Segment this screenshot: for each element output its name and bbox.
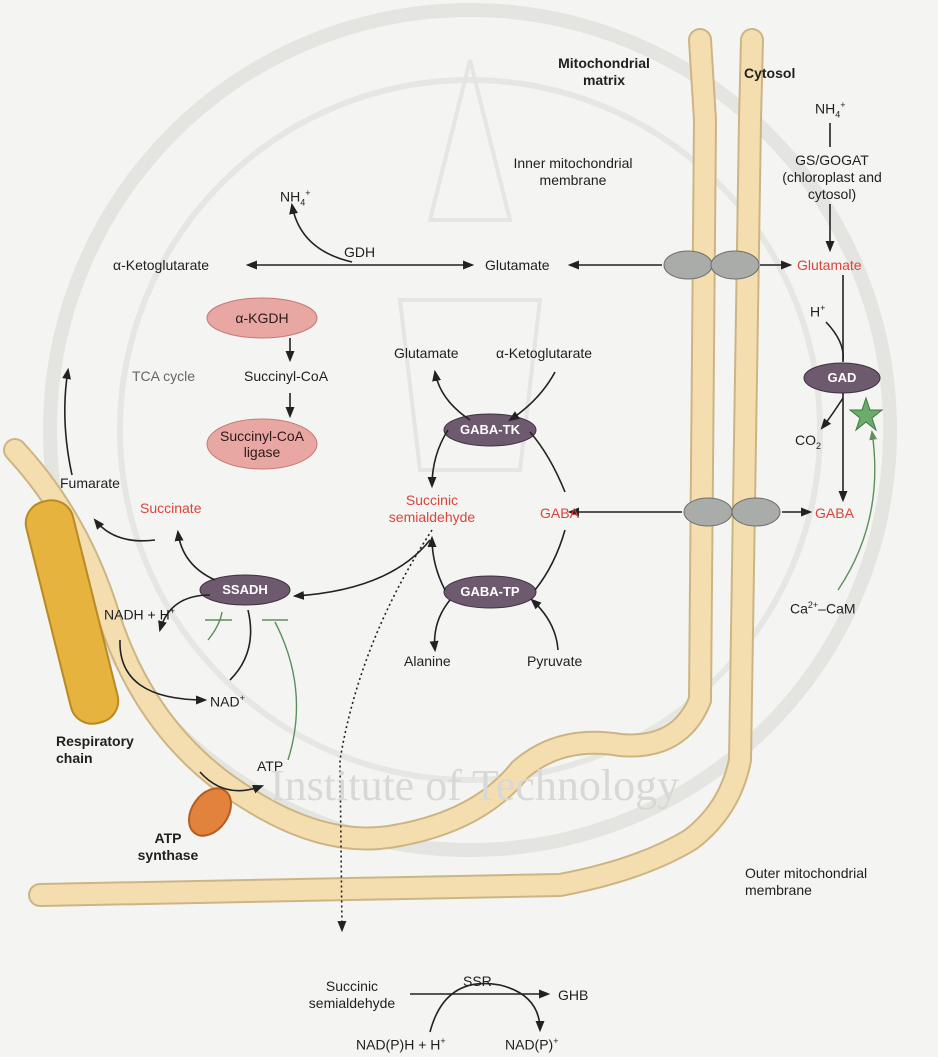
akg-left: α-Ketoglutarate [113,257,209,274]
arrow-gabatk-ssa [432,430,448,486]
glutamate-transporter-outer [711,251,759,279]
glutamate-cytosol: Glutamate [797,257,862,274]
ssadh-label: SSADH [222,582,268,598]
ssa-center: Succinic semialdehyde [389,492,475,526]
fumarate: Fumarate [60,475,120,492]
arrow-gabatp-pyruvate [532,600,558,650]
glutamate-tk: Glutamate [394,345,459,362]
gaba-cytosol: GABA [815,505,854,522]
arrow-gaba-gabatp [535,530,565,590]
respiratory-chain-label: Respiratory chain [56,733,134,767]
ca-cam-star [850,398,882,430]
outer-membrane-label: Outer mitochondrial membrane [745,865,867,899]
pyruvate: Pyruvate [527,653,582,670]
ssa-bottom: Succinic semialdehyde [309,978,395,1012]
arrow-gaba-gabatk [530,432,565,492]
h-plus: H+ [810,300,825,321]
arrow-gabatk-glutamate [435,372,470,420]
gad-label: GAD [828,370,857,386]
nadph: NAD(P)H + H+ [356,1033,446,1054]
nadp: NAD(P)+ [505,1033,559,1054]
region-cytosol: Cytosol [744,65,795,82]
inhibition-atp [275,622,296,760]
arrow-ssa-ssadh [295,540,430,596]
ghb: GHB [558,987,588,1004]
gaba-tk-label: GABA-TK [460,422,520,438]
atp: ATP [257,758,283,775]
region-matrix: Mitochondrial matrix [558,55,650,89]
nad: NAD+ [210,690,245,711]
glutamate-center: Glutamate [485,257,550,274]
succinate: Succinate [140,500,201,517]
inner-membrane-label: Inner mitochondrial membrane [513,155,632,189]
gaba-transporter-outer [732,498,780,526]
arrow-gad-co2 [822,398,843,428]
arrow-h-gad [826,322,843,360]
arrow-nadph-nadp [430,984,540,1032]
akgdh-label: α-KGDH [235,310,288,326]
gaba-matrix: GABA [540,505,579,522]
arrow-succinate-fumarate [95,520,155,541]
co2: CO2 [795,432,821,455]
gs-gogat-label: GS/GOGAT (chloroplast and cytosol) [779,152,885,203]
arrow-nh4-gdh [292,205,352,262]
succ-coa-ligase-label: Succinyl-CoA ligase [220,428,304,460]
gdh-label: GDH [344,244,375,261]
gaba-tp-label: GABA-TP [460,584,519,600]
nh4-cytosol: NH4+ [815,97,846,123]
gaba-transporter-inner [684,498,732,526]
akg-tk: α-Ketoglutarate [496,345,592,362]
glutamate-transporter-inner [664,251,712,279]
ca-cam: Ca2+–CaM [790,597,856,618]
arrow-ssadh-succinate [178,532,215,580]
nh4-gdh: NH4+ [280,185,311,211]
ssr-label: SSR [463,973,492,990]
atp-synthase-label: ATP synthase [138,830,199,864]
arrow-nad-ssadh [230,610,251,680]
succinyl-coa: Succinyl-CoA [244,368,328,385]
arrow-gabatp-alanine [435,600,450,650]
arrow-ssa-bottom [340,530,432,930]
tca-cycle: TCA cycle [132,368,195,385]
arrow-gabatp-ssa [432,538,445,590]
nadh: NADH + H+ [104,603,175,624]
alanine: Alanine [404,653,451,670]
arrow-tca-up [65,370,72,475]
inhibition-nadh [208,612,222,640]
